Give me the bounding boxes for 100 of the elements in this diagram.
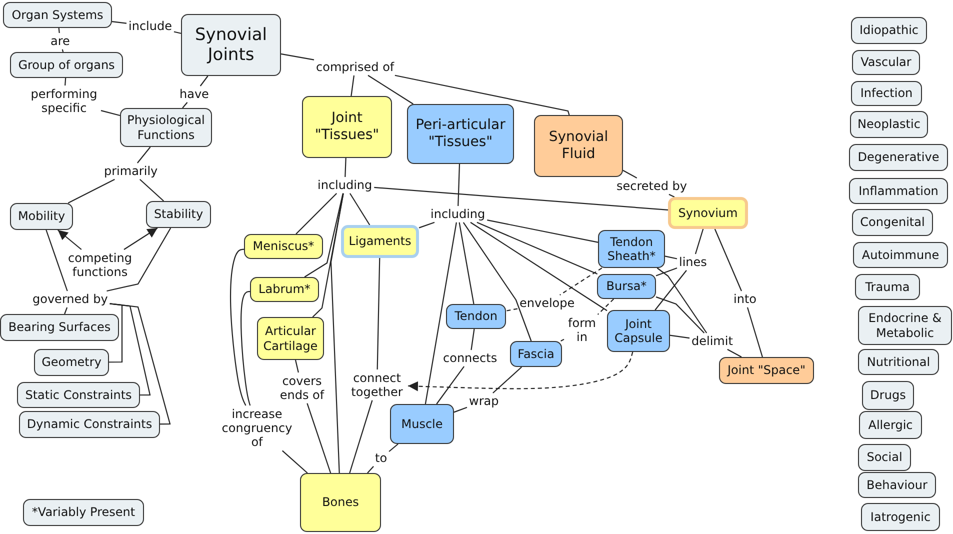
concept-box [851,17,927,44]
concept-label: Synovial Joints [194,24,268,66]
concept-box [146,201,211,228]
concept-box [849,144,948,171]
connector-line [746,307,763,358]
connector-line [68,178,115,204]
concept-box [858,444,911,471]
connector-line [458,222,474,304]
concept-box [3,2,112,28]
connector-line [110,303,171,425]
concept-label: Joint Capsule [614,316,664,346]
linking-phrase: including [428,206,488,222]
concept-label: *Variably Present [32,505,136,520]
concept-box [668,197,748,229]
concept-box [17,382,140,408]
connector-line [174,31,182,34]
concept-label: Synovial Fluid [548,129,610,163]
concept-box [597,274,656,299]
connector-line [64,78,66,86]
connector-line [424,222,457,404]
concept-box [244,234,323,259]
concept-box [858,349,939,375]
concept-box [10,52,123,78]
concept-box [858,472,936,498]
linking-phrase: primarily [102,163,160,180]
arrow [57,230,82,250]
connector-line [492,366,522,394]
concept-label: Labrum* [258,282,310,297]
connector-line [654,270,687,310]
arrow [408,352,634,392]
connector-line [330,193,344,474]
concept-label: Bones [322,495,359,510]
concept-box [407,104,514,164]
connector-line [306,403,332,474]
connector-line [64,307,68,314]
connector-line [367,466,374,474]
concept-box [852,50,920,75]
linking-phrase: secreted by [614,178,690,194]
connector-line [476,222,598,274]
concept-label: Geometry [42,355,102,370]
linking-phrase: form in [564,314,600,346]
concept-label: Social [866,450,902,465]
linking-phrase: connect together [346,370,408,400]
linking-phrase: are [48,33,72,50]
connector-line [656,268,708,334]
connector-line [454,406,468,413]
connector-line [506,308,518,312]
concept-box [302,96,392,158]
connector-line [280,53,314,60]
connector-line [139,178,164,202]
connector-line [714,228,742,292]
connector-line [597,298,614,315]
concept-label: Nutritional [866,354,930,370]
concept-label: Physiological Functions [126,113,206,142]
concept-label: Fascia [518,346,554,362]
concept-box [858,306,952,345]
concept-label: Meniscus* [252,239,314,254]
connector-line [312,193,344,318]
connector-line [436,366,464,404]
linking-phrase: increase congruency of [216,406,298,451]
connector-line [560,338,564,342]
concept-label: Autoimmune [862,248,940,262]
connector-line [46,230,68,292]
concept-label: Degenerative [858,150,940,165]
linking-phrase: connects [441,350,500,366]
linking-phrase: including [316,177,374,194]
connector-line [374,186,668,210]
concept-label: Articular Cartilage [262,324,319,353]
connector-line [350,75,355,96]
concept-box [181,14,281,76]
linking-phrase: performing specific [27,86,101,116]
concept-box [850,111,928,138]
concept-label: Inflammation [858,184,938,198]
concept-label: Muscle [401,416,443,432]
concept-box [446,304,506,329]
connector-line [694,228,704,254]
concept-label: Infection [860,86,913,101]
concept-label: Stability [154,207,204,222]
connector-line [418,222,435,228]
concept-box [257,317,324,360]
concept-label: Drugs [870,388,906,403]
concept-label: Congenital [860,215,925,230]
connector-line [388,444,398,452]
connector-line [58,28,60,34]
concept-label: Neoplastic [858,117,920,132]
concept-label: Synovium [678,206,738,220]
concept-label: Bearing Surfaces [8,320,111,335]
connector-line [656,296,705,334]
concept-box [390,404,454,444]
connector-line [656,268,678,276]
concept-box [849,178,948,204]
concept-label: Dynamic Constraints [26,417,152,432]
linking-phrase: lines [677,254,709,270]
concept-label: Endocrine & Metabolic [867,311,943,340]
connector-line [470,222,608,312]
linking-phrase: comprised of [314,59,396,76]
concept-box [859,411,922,439]
linking-phrase: delimit [690,333,735,350]
concept-label: Behaviour [866,478,928,492]
concept-box [250,277,319,302]
